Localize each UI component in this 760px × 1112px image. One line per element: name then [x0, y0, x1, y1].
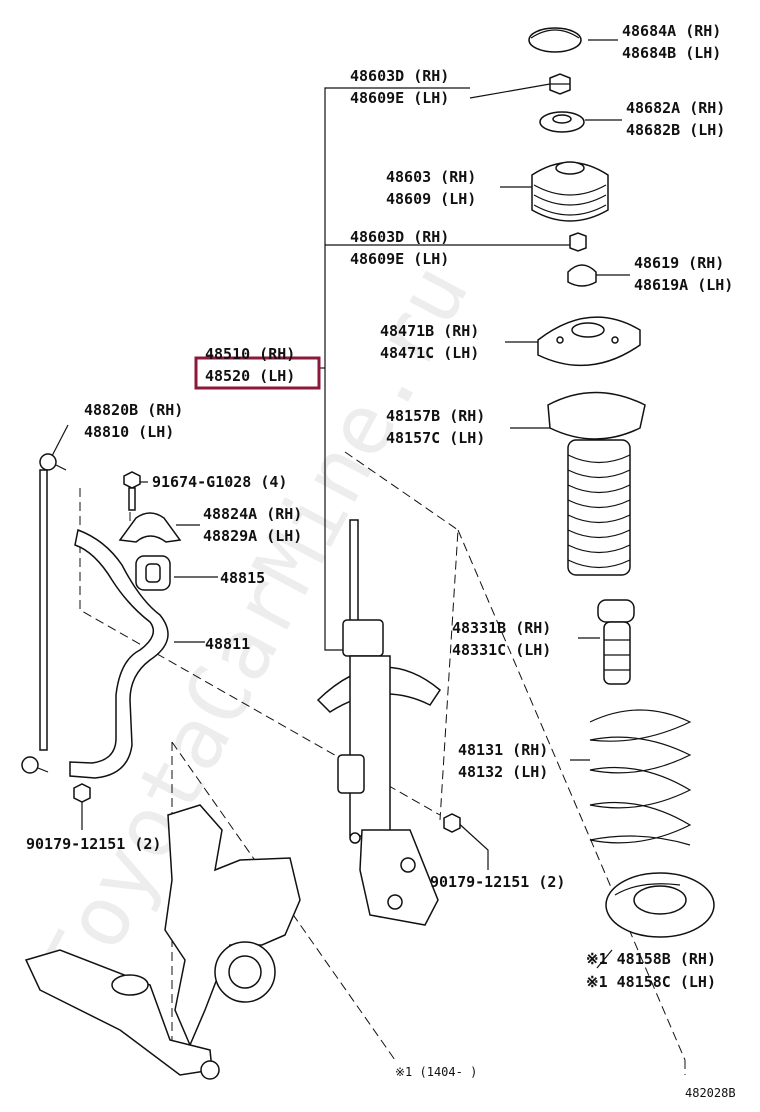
nut-48603d-top-icon[interactable] — [549, 73, 571, 95]
bushing-48619-icon[interactable] — [567, 264, 597, 287]
label-48331-lh[interactable]: 48331C (LH) — [452, 641, 551, 659]
label-48157-rh[interactable]: 48157B (RH) — [386, 407, 485, 425]
label-48603d-top-lh[interactable]: 48609E (LH) — [350, 89, 449, 107]
label-48603d-mid-lh[interactable]: 48609E (LH) — [350, 250, 449, 268]
bracket-48824-icon[interactable] — [118, 512, 182, 543]
label-48619-rh[interactable]: 48619 (RH) — [634, 254, 724, 272]
insulator-48158-icon[interactable] — [605, 872, 715, 938]
label-48603d-mid[interactable]: 48603D (RH) 48609E (LH) — [350, 228, 449, 268]
label-48824-rh[interactable]: 48824A (RH) — [203, 505, 302, 523]
label-48510-rh[interactable]: 48510 (RH) — [205, 345, 295, 363]
label-48684[interactable]: 48684A (RH) 48684B (LH) — [622, 22, 721, 62]
label-48682-rh[interactable]: 48682A (RH) — [626, 99, 725, 117]
label-48820-rh[interactable]: 48820B (RH) — [84, 401, 183, 419]
nut-48603d-mid-icon[interactable] — [569, 232, 587, 252]
label-48603[interactable]: 48603 (RH) 48609 (LH) — [386, 168, 476, 208]
label-48682-lh[interactable]: 48682B (LH) — [626, 121, 725, 139]
label-48131-rh[interactable]: 48131 (RH) — [458, 741, 548, 759]
label-90179-right[interactable]: 90179-12151 (2) — [430, 873, 565, 891]
label-48619-lh[interactable]: 48619A (LH) — [634, 276, 733, 294]
bolt-91674-icon[interactable] — [123, 471, 141, 511]
label-48682[interactable]: 48682A (RH) 48682B (LH) — [626, 99, 725, 139]
label-48684-rh[interactable]: 48684A (RH) — [622, 22, 721, 40]
label-48829-lh[interactable]: 48829A (LH) — [203, 527, 302, 545]
coil-spring-48131-icon[interactable] — [589, 709, 692, 846]
bushing-48815-icon[interactable] — [135, 555, 171, 591]
label-48157-lh[interactable]: 48157C (LH) — [386, 429, 485, 447]
leader-lines — [51, 39, 630, 969]
label-48471[interactable]: 48471B (RH) 48471C (LH) — [380, 322, 479, 362]
label-48131[interactable]: 48131 (RH) 48132 (LH) — [458, 741, 548, 781]
highlight-box — [194, 356, 321, 390]
label-90179-left[interactable]: 90179-12151 (2) — [26, 835, 161, 853]
bumper-48331-icon[interactable] — [597, 599, 635, 685]
label-48810-lh[interactable]: 48810 (LH) — [84, 423, 174, 441]
lower-arm-icon — [24, 949, 220, 1080]
label-48824[interactable]: 48824A (RH) 48829A (LH) — [203, 505, 302, 545]
label-48471-rh[interactable]: 48471B (RH) — [380, 322, 479, 340]
label-48157[interactable]: 48157B (RH) 48157C (LH) — [386, 407, 485, 447]
label-48603-lh[interactable]: 48609 (LH) — [386, 190, 476, 208]
washer-48682-icon[interactable] — [539, 111, 585, 133]
diagram-id: 482028B — [685, 1086, 736, 1100]
mount-48603-icon[interactable] — [531, 161, 609, 222]
steering-knuckle-icon — [164, 804, 301, 1047]
label-48331[interactable]: 48331B (RH) 48331C (LH) — [452, 619, 551, 659]
label-48520-lh[interactable]: 48520 (LH) — [205, 367, 295, 385]
label-48811[interactable]: 48811 — [205, 635, 250, 653]
label-48510[interactable]: 48510 (RH) 48520 (LH) — [205, 345, 295, 385]
label-48603-rh[interactable]: 48603 (RH) — [386, 168, 476, 186]
label-48603d-top-rh[interactable]: 48603D (RH) — [350, 67, 449, 85]
cap-48684-icon[interactable] — [528, 27, 582, 53]
link-48820-icon[interactable] — [21, 453, 67, 774]
label-48619[interactable]: 48619 (RH) 48619A (LH) — [634, 254, 733, 294]
label-48603d-top[interactable]: 48603D (RH) 48609E (LH) — [350, 67, 449, 107]
label-48158-lh[interactable]: ※1 48158C (LH) — [586, 973, 716, 991]
label-48158-rh[interactable]: ※1 48158B (RH) — [586, 950, 716, 968]
nut-90179-left-icon[interactable] — [73, 783, 91, 803]
nut-90179-right-icon[interactable] — [443, 813, 461, 833]
label-48158[interactable]: ※1 48158B (RH) ※1 48158C (LH) — [586, 950, 716, 991]
seat-48471-icon[interactable] — [537, 316, 641, 367]
label-48603d-mid-rh[interactable]: 48603D (RH) — [350, 228, 449, 246]
boot-48157-icon[interactable] — [547, 391, 646, 576]
stabilizer-bar-48811-icon[interactable] — [69, 528, 169, 779]
label-48815[interactable]: 48815 — [220, 569, 265, 587]
label-48331-rh[interactable]: 48331B (RH) — [452, 619, 551, 637]
footnote: ※1 (1404- ) — [395, 1065, 477, 1079]
label-48132-lh[interactable]: 48132 (LH) — [458, 763, 548, 781]
label-48820[interactable]: 48820B (RH) 48810 (LH) — [84, 401, 183, 441]
label-48471-lh[interactable]: 48471C (LH) — [380, 344, 479, 362]
label-91674[interactable]: 91674-G1028 (4) — [152, 473, 287, 491]
strut-assembly-48520-icon[interactable] — [316, 519, 441, 926]
label-48684-lh[interactable]: 48684B (LH) — [622, 44, 721, 62]
